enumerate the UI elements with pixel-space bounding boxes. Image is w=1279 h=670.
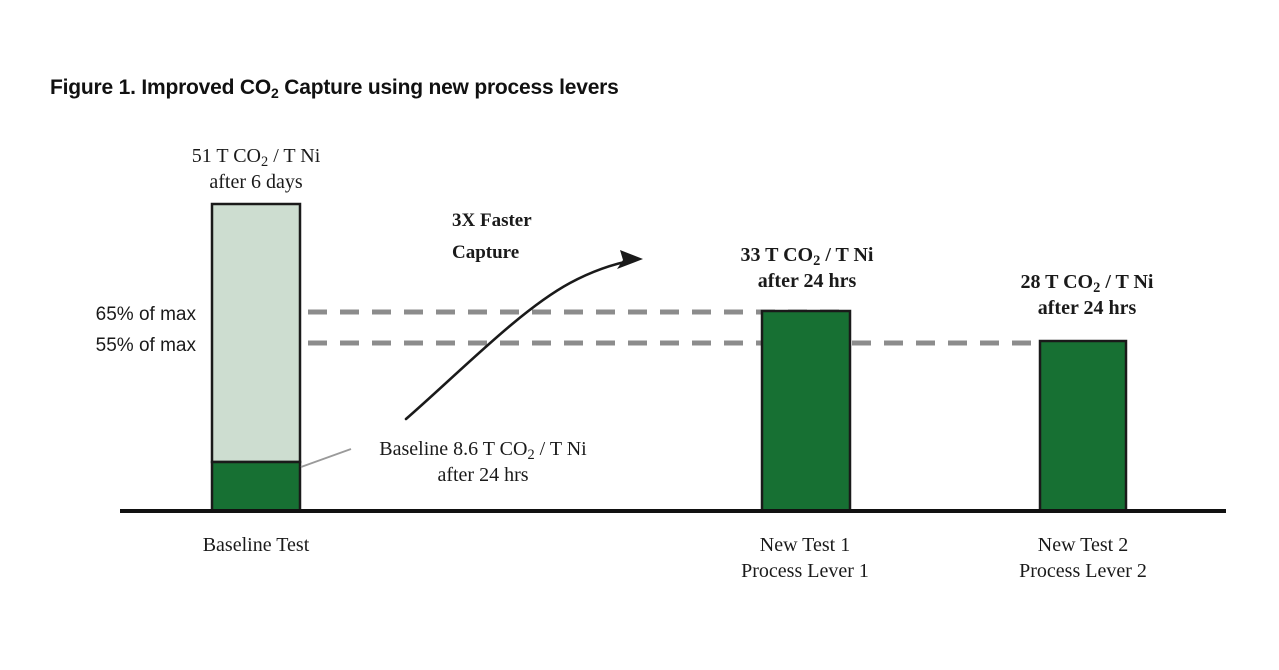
curved-arrow-head [617, 250, 643, 269]
bar-label-new-test-2-value: 28 T CO [1020, 271, 1094, 293]
category-label-new-test-2-line1: New Test 2 [1037, 534, 1129, 556]
page-title-subscript: 2 [271, 85, 279, 101]
page-title-suffix: Capture using new process levers [278, 76, 619, 99]
category-label-new-test-2-line2: Process Lever 2 [1019, 560, 1147, 582]
subscript-2: 2 [261, 154, 269, 171]
category-label-new-test-1-line1: New Test 1 [759, 534, 851, 556]
subscript-2: 2 [1093, 280, 1101, 297]
reference-line-labels: 65% of max 55% of max [0, 299, 196, 361]
curved-arrow-path [404, 258, 636, 421]
subscript-2: 2 [813, 253, 821, 270]
bar-label-new-test-2-line1: 28 T CO2 / T Ni [980, 269, 1194, 297]
leader-line-baseline [300, 448, 352, 468]
bar-label-baseline-total-unit: / T Ni [268, 145, 321, 167]
bar-new-test-1 [760, 309, 852, 513]
category-label-new-test-2: New Test 2 Process Lever 2 [980, 532, 1186, 584]
bar-label-new-test-1-value: 33 T CO [740, 244, 814, 266]
annotation-baseline-value: Baseline 8.6 T CO [379, 438, 528, 460]
bar-label-new-test-2-unit: / T Ni [1100, 271, 1154, 293]
category-label-baseline-test-line1: Baseline Test [202, 534, 310, 556]
bar-label-baseline-total-line1: 51 T CO2 / T Ni [149, 143, 363, 171]
reference-label-55: 55% of max [95, 335, 196, 356]
bar-baseline-total [210, 202, 302, 464]
bar-label-new-test-1-line1: 33 T CO2 / T Ni [700, 242, 914, 270]
bar-new-test-2 [1038, 339, 1128, 513]
page-title-prefix: Figure 1. Improved CO [50, 76, 272, 99]
annotation-baseline-capture: Baseline 8.6 T CO2 / T Ni after 24 hrs [352, 436, 614, 488]
annotation-faster-capture: 3X Faster Capture [452, 205, 532, 269]
bar-label-new-test-2-line2: after 24 hrs [1037, 297, 1137, 319]
bar-label-new-test-1-unit: / T Ni [820, 244, 874, 266]
bar-label-new-test-1: 33 T CO2 / T Ni after 24 hrs [700, 242, 914, 294]
category-label-new-test-1-line2: Process Lever 1 [741, 560, 869, 582]
bar-label-baseline-total-line2: after 6 days [209, 171, 303, 193]
bar-label-baseline-total-value: 51 T CO [191, 145, 261, 167]
annotation-baseline-capture-line2: after 24 hrs [437, 464, 529, 486]
page-title: Figure 1. Improved CO2 Capture using new… [50, 76, 619, 101]
bar-label-new-test-1-line2: after 24 hrs [757, 270, 857, 292]
bar-label-new-test-2: 28 T CO2 / T Ni after 24 hrs [980, 269, 1194, 321]
bar-label-baseline-total: 51 T CO2 / T Ni after 6 days [149, 143, 363, 195]
annotation-faster-capture-line1: 3X Faster [452, 210, 532, 231]
category-label-new-test-1: New Test 1 Process Lever 1 [702, 532, 908, 584]
annotation-faster-capture-line2: Capture [452, 242, 520, 263]
reference-label-65: 65% of max [95, 304, 196, 325]
subscript-2: 2 [527, 447, 535, 464]
bar-baseline-24hr [210, 460, 302, 513]
annotation-baseline-unit: / T Ni [534, 438, 587, 460]
category-label-baseline-test: Baseline Test [153, 532, 359, 558]
annotation-baseline-capture-line1: Baseline 8.6 T CO2 / T Ni [352, 436, 614, 464]
